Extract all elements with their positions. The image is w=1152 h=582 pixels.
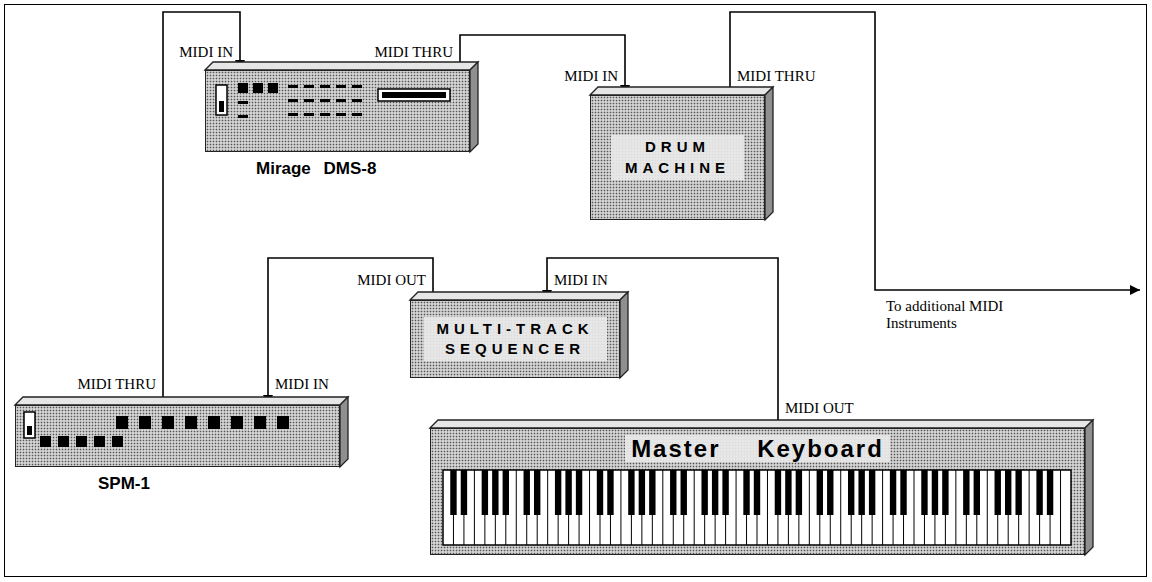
device-name: SPM-1 (98, 474, 150, 494)
port-label: MIDI THRU (374, 44, 454, 61)
device-name: Mirage DMS-8 (256, 159, 376, 179)
label-holder: Master Keyboard (431, 435, 1084, 463)
midi-cable (268, 258, 433, 405)
port-label: MIDI THRU (77, 376, 157, 393)
label-holder: DRUM MACHINE (591, 96, 764, 219)
port-label: MIDI IN (274, 376, 330, 393)
port-label: MIDI IN (178, 44, 234, 61)
note-label: To additional MIDI Instruments (885, 298, 1007, 333)
port-label: MIDI OUT (356, 272, 427, 289)
label-holder: MULTI-TRACK SEQUENCER (411, 301, 619, 377)
case-bevel (205, 70, 470, 152)
port-label: MIDI THRU (736, 68, 816, 85)
device-label: Master Keyboard (625, 435, 890, 462)
case-bevel (15, 405, 340, 467)
front-panel (206, 71, 468, 150)
device-label: DRUM MACHINE (611, 135, 744, 180)
port-label: MIDI OUT (784, 400, 855, 417)
processor-unit: SPM-1 (15, 405, 340, 467)
drum-machine-box: DRUM MACHINE (590, 95, 765, 220)
sampler-unit: Mirage DMS-8 (205, 70, 470, 152)
keyboard-unit: Master Keyboard (430, 428, 1085, 555)
device-label: MULTI-TRACK SEQUENCER (424, 317, 607, 362)
front-panel (16, 406, 338, 465)
thru-wire (730, 12, 1140, 290)
port-label: MIDI IN (553, 272, 609, 289)
port-label: MIDI IN (563, 68, 619, 85)
sequencer-box: MULTI-TRACK SEQUENCER (410, 300, 620, 378)
